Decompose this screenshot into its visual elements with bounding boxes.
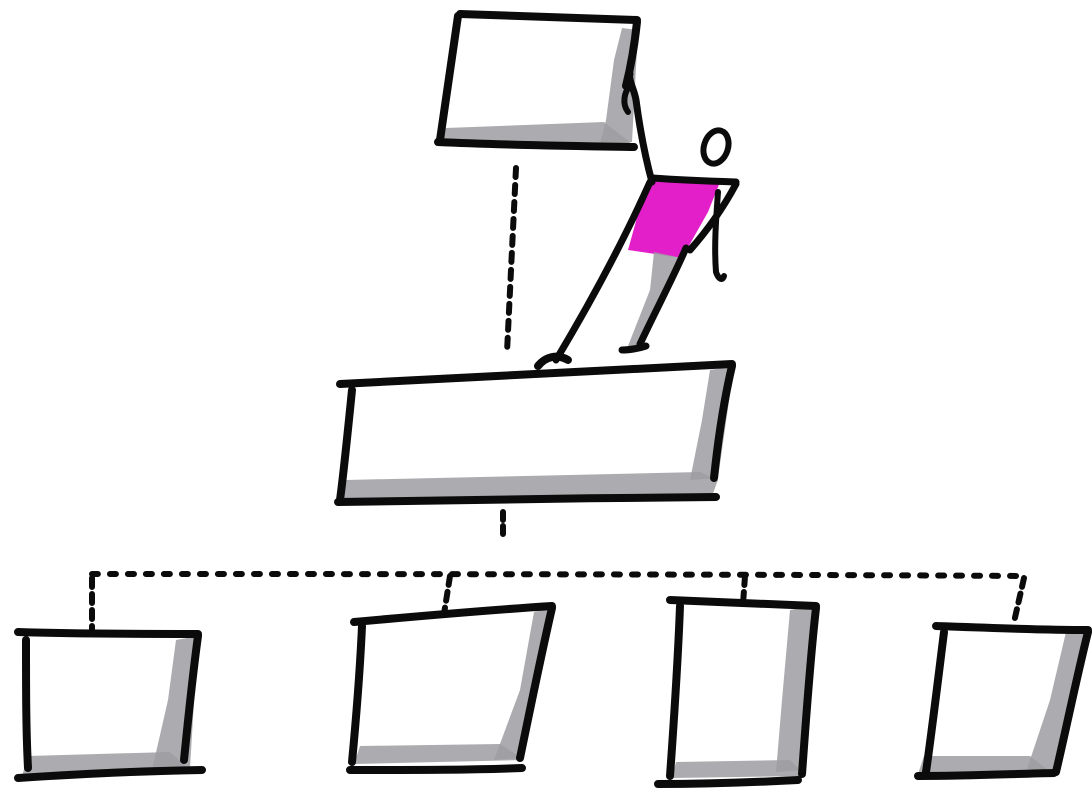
drop-line-2 [444,576,450,614]
bottom-box-2-edge-top [354,606,552,622]
middle-box [338,364,734,502]
drop-line-4 [1014,578,1024,622]
connector-line [507,168,516,352]
bottom-box-2-edge-left [352,626,362,762]
bottom-box-3 [658,600,816,784]
figure-front-foot [622,346,646,350]
bottom-box-2 [350,606,552,770]
top-box [438,14,638,147]
bottom-box-4-edge-bottom [918,773,1054,776]
figure-arm-reaching [630,74,652,182]
bottom-box-4 [918,626,1088,776]
bottom-box-1 [18,632,202,778]
top-box-edge-top [460,14,637,20]
bus-line [92,574,1024,576]
bottom-box-1-edge-left [26,640,28,768]
bottom-box-2-shadow-bottom [354,744,524,764]
bottom-box-3-shadow-bottom [672,760,806,778]
bottom-box-3-edge-top [670,600,816,606]
bottom-box-3-edge-left [670,606,680,776]
top-box-edge-left [440,16,458,140]
bottom-box-1-edge-top [18,632,198,634]
connector-top-to-middle [507,168,516,352]
bottom-box-3-edge-bottom [658,780,798,784]
middle-box-edge-bottom [338,497,716,502]
stick-figure-climbing-icon [538,74,736,366]
figure-head [699,127,732,167]
connector-drops [92,576,1024,630]
top-box-edge-bottom [438,142,634,147]
connector-bus [92,574,1024,576]
figure-shoulders [652,178,736,182]
bottom-box-4-edge-left [926,632,944,772]
bottom-box-4-edge-top [936,626,1088,630]
bottom-box-2-edge-bottom [350,768,522,770]
